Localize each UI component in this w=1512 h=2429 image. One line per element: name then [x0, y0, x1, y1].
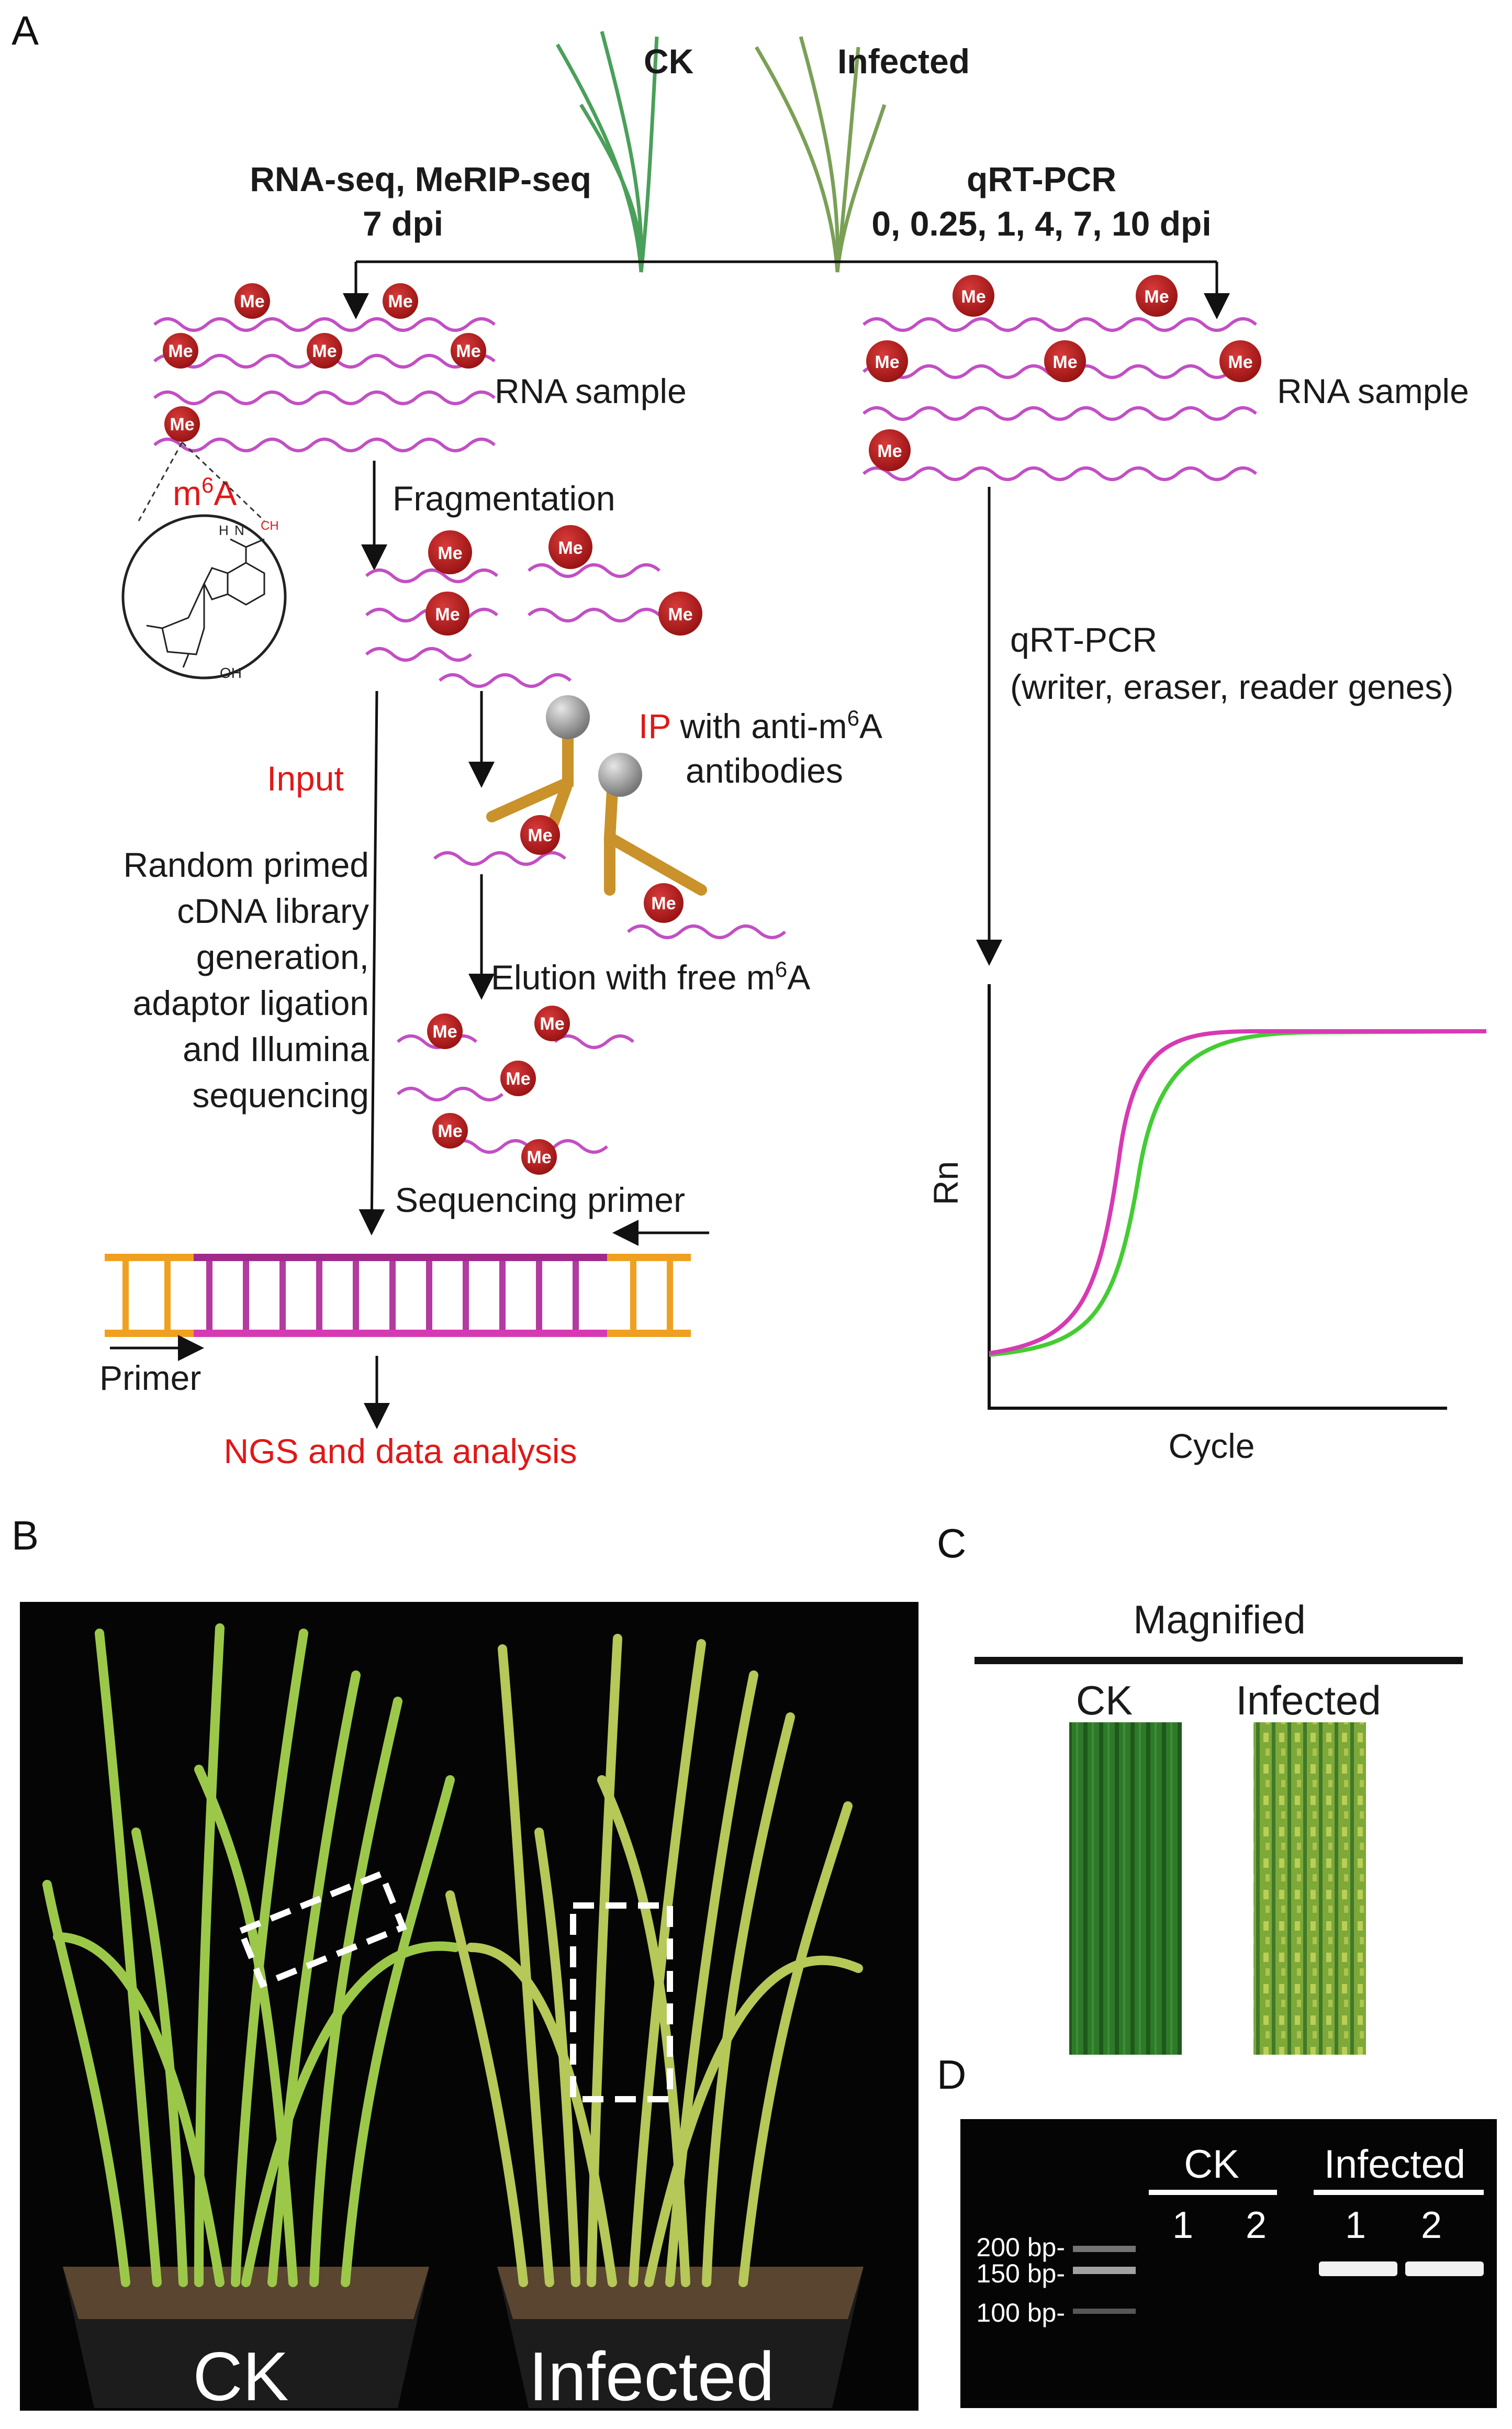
right-method-line2: 0, 0.25, 1, 4, 7, 10 dpi [871, 204, 1211, 243]
svg-text:Me: Me [1052, 352, 1077, 372]
right-method-line1: qRT-PCR [967, 160, 1116, 198]
antibody-bead-icon [546, 695, 590, 739]
svg-text:Me: Me [877, 441, 902, 461]
panel-b-infected-label: Infected [529, 2338, 775, 2415]
svg-text:Me: Me [312, 341, 337, 361]
me-badges-left: Me Me Me Me Me Me [163, 283, 486, 442]
svg-text:Me: Me [240, 292, 264, 311]
svg-text:Me: Me [438, 1121, 462, 1141]
svg-text:and Illumina: and Illumina [183, 1030, 369, 1068]
gel-lane-label: 2 [1421, 2204, 1442, 2246]
ck-curve [989, 1029, 1487, 1357]
rna-fragments [365, 563, 660, 688]
antibodies-label: antibodies [686, 751, 843, 790]
plot-ylabel: Rn [926, 1161, 965, 1205]
qrt-label-line1: qRT-PCR [1010, 620, 1157, 659]
svg-text:Me: Me [875, 352, 899, 372]
gel-lane-label: 1 [1345, 2204, 1366, 2246]
random-primed-text: Random primed cDNA library generation, a… [123, 845, 369, 1115]
svg-text:N: N [234, 522, 244, 538]
qrt-label-line2: (writer, eraser, reader genes) [1010, 667, 1453, 706]
svg-text:OH: OH [220, 665, 242, 681]
gel-lane-label: 1 [1172, 2204, 1193, 2246]
amplification-plot [988, 984, 1487, 1410]
svg-text:cDNA library: cDNA library [177, 892, 369, 930]
svg-text:Me: Me [170, 415, 194, 434]
me-badges-eluted: Me Me Me Me Me [427, 1006, 570, 1175]
me-badges-right: Me Me Me Me Me Me [866, 275, 1261, 471]
svg-text:H: H [219, 522, 229, 538]
svg-text:Me: Me [651, 894, 676, 913]
panel-b-label: B [12, 1512, 39, 1558]
panel-d-label: D [937, 2052, 966, 2098]
svg-text:Me: Me [168, 341, 193, 361]
inset-pointer [138, 441, 265, 522]
svg-text:Me: Me [456, 341, 480, 361]
gel-infected-label: Infected [1324, 2142, 1465, 2187]
svg-text:Me: Me [540, 1014, 564, 1034]
gel-image [960, 2119, 1497, 2408]
panel-c-label: C [937, 1520, 966, 1566]
svg-text:Me: Me [388, 292, 412, 311]
ladder-label-100: 100 bp- [976, 2298, 1065, 2327]
svg-text:Me: Me [558, 538, 583, 558]
fragmentation-label: Fragmentation [393, 479, 615, 518]
left-method-line2: 7 dpi [363, 204, 443, 243]
svg-text:Me: Me [527, 1147, 551, 1167]
primer-label: Primer [99, 1358, 201, 1397]
infected-curve [989, 1029, 1486, 1355]
svg-text:Me: Me [432, 1022, 457, 1042]
magnified-label: Magnified [1133, 1598, 1306, 1642]
dna-construct-icon [105, 1254, 691, 1337]
m6a-molecule-icon [146, 538, 265, 668]
panel-c-infected-label: Infected [1236, 1677, 1381, 1723]
sequencing-primer-label: Sequencing primer [395, 1180, 685, 1219]
ip-label: IP with anti-m6A [639, 706, 882, 745]
rna-sample-left-label: RNA sample [495, 372, 687, 410]
antibody-bead-icon [598, 753, 642, 797]
group-ck-label: CK [644, 42, 694, 81]
svg-text:CH: CH [261, 519, 279, 533]
svg-text:adaptor ligation: adaptor ligation [133, 984, 369, 1022]
panel-c-ck-label: CK [1076, 1677, 1133, 1723]
svg-text:Me: Me [1228, 352, 1252, 372]
ck-seedling-icon [555, 31, 659, 273]
ladder-label-200: 200 bp- [976, 2233, 1065, 2262]
me-badges-fragments: Me Me Me Me [425, 525, 702, 636]
ladder-label-150: 150 bp- [976, 2259, 1065, 2288]
input-arrow [359, 690, 385, 1235]
antibody-icon [486, 727, 707, 896]
gel-lane-label: 2 [1246, 2204, 1267, 2246]
svg-text:Me: Me [1144, 287, 1169, 307]
infected-leaf-closeup [1253, 1722, 1366, 2055]
svg-text:Me: Me [438, 543, 462, 563]
elution-label: Elution with free m6A [491, 957, 810, 997]
svg-text:Random primed: Random primed [123, 845, 369, 884]
plot-xlabel: Cycle [1168, 1427, 1255, 1465]
svg-text:Me: Me [506, 1069, 530, 1089]
plants-photo [20, 1602, 919, 2411]
ngs-label: NGS and data analysis [223, 1432, 577, 1470]
panel-a-label: A [12, 7, 39, 53]
svg-text:Me: Me [961, 287, 985, 307]
gel-ck-label: CK [1184, 2142, 1239, 2187]
infected-seedling-icon [754, 36, 887, 273]
input-label: Input [267, 759, 344, 798]
svg-text:Me: Me [528, 826, 552, 845]
m6a-label: m6A [173, 473, 237, 512]
svg-text:generation,: generation, [196, 938, 369, 976]
svg-text:Me: Me [435, 605, 460, 625]
ck-leaf-closeup [1069, 1722, 1182, 2055]
left-method-line1: RNA-seq, MeRIP-seq [250, 160, 591, 198]
panel-b-ck-label: CK [193, 2338, 288, 2415]
group-infected-label: Infected [837, 42, 970, 81]
rna-sample-right-label: RNA sample [1277, 372, 1469, 410]
svg-text:sequencing: sequencing [192, 1076, 369, 1115]
svg-text:Me: Me [668, 605, 692, 625]
